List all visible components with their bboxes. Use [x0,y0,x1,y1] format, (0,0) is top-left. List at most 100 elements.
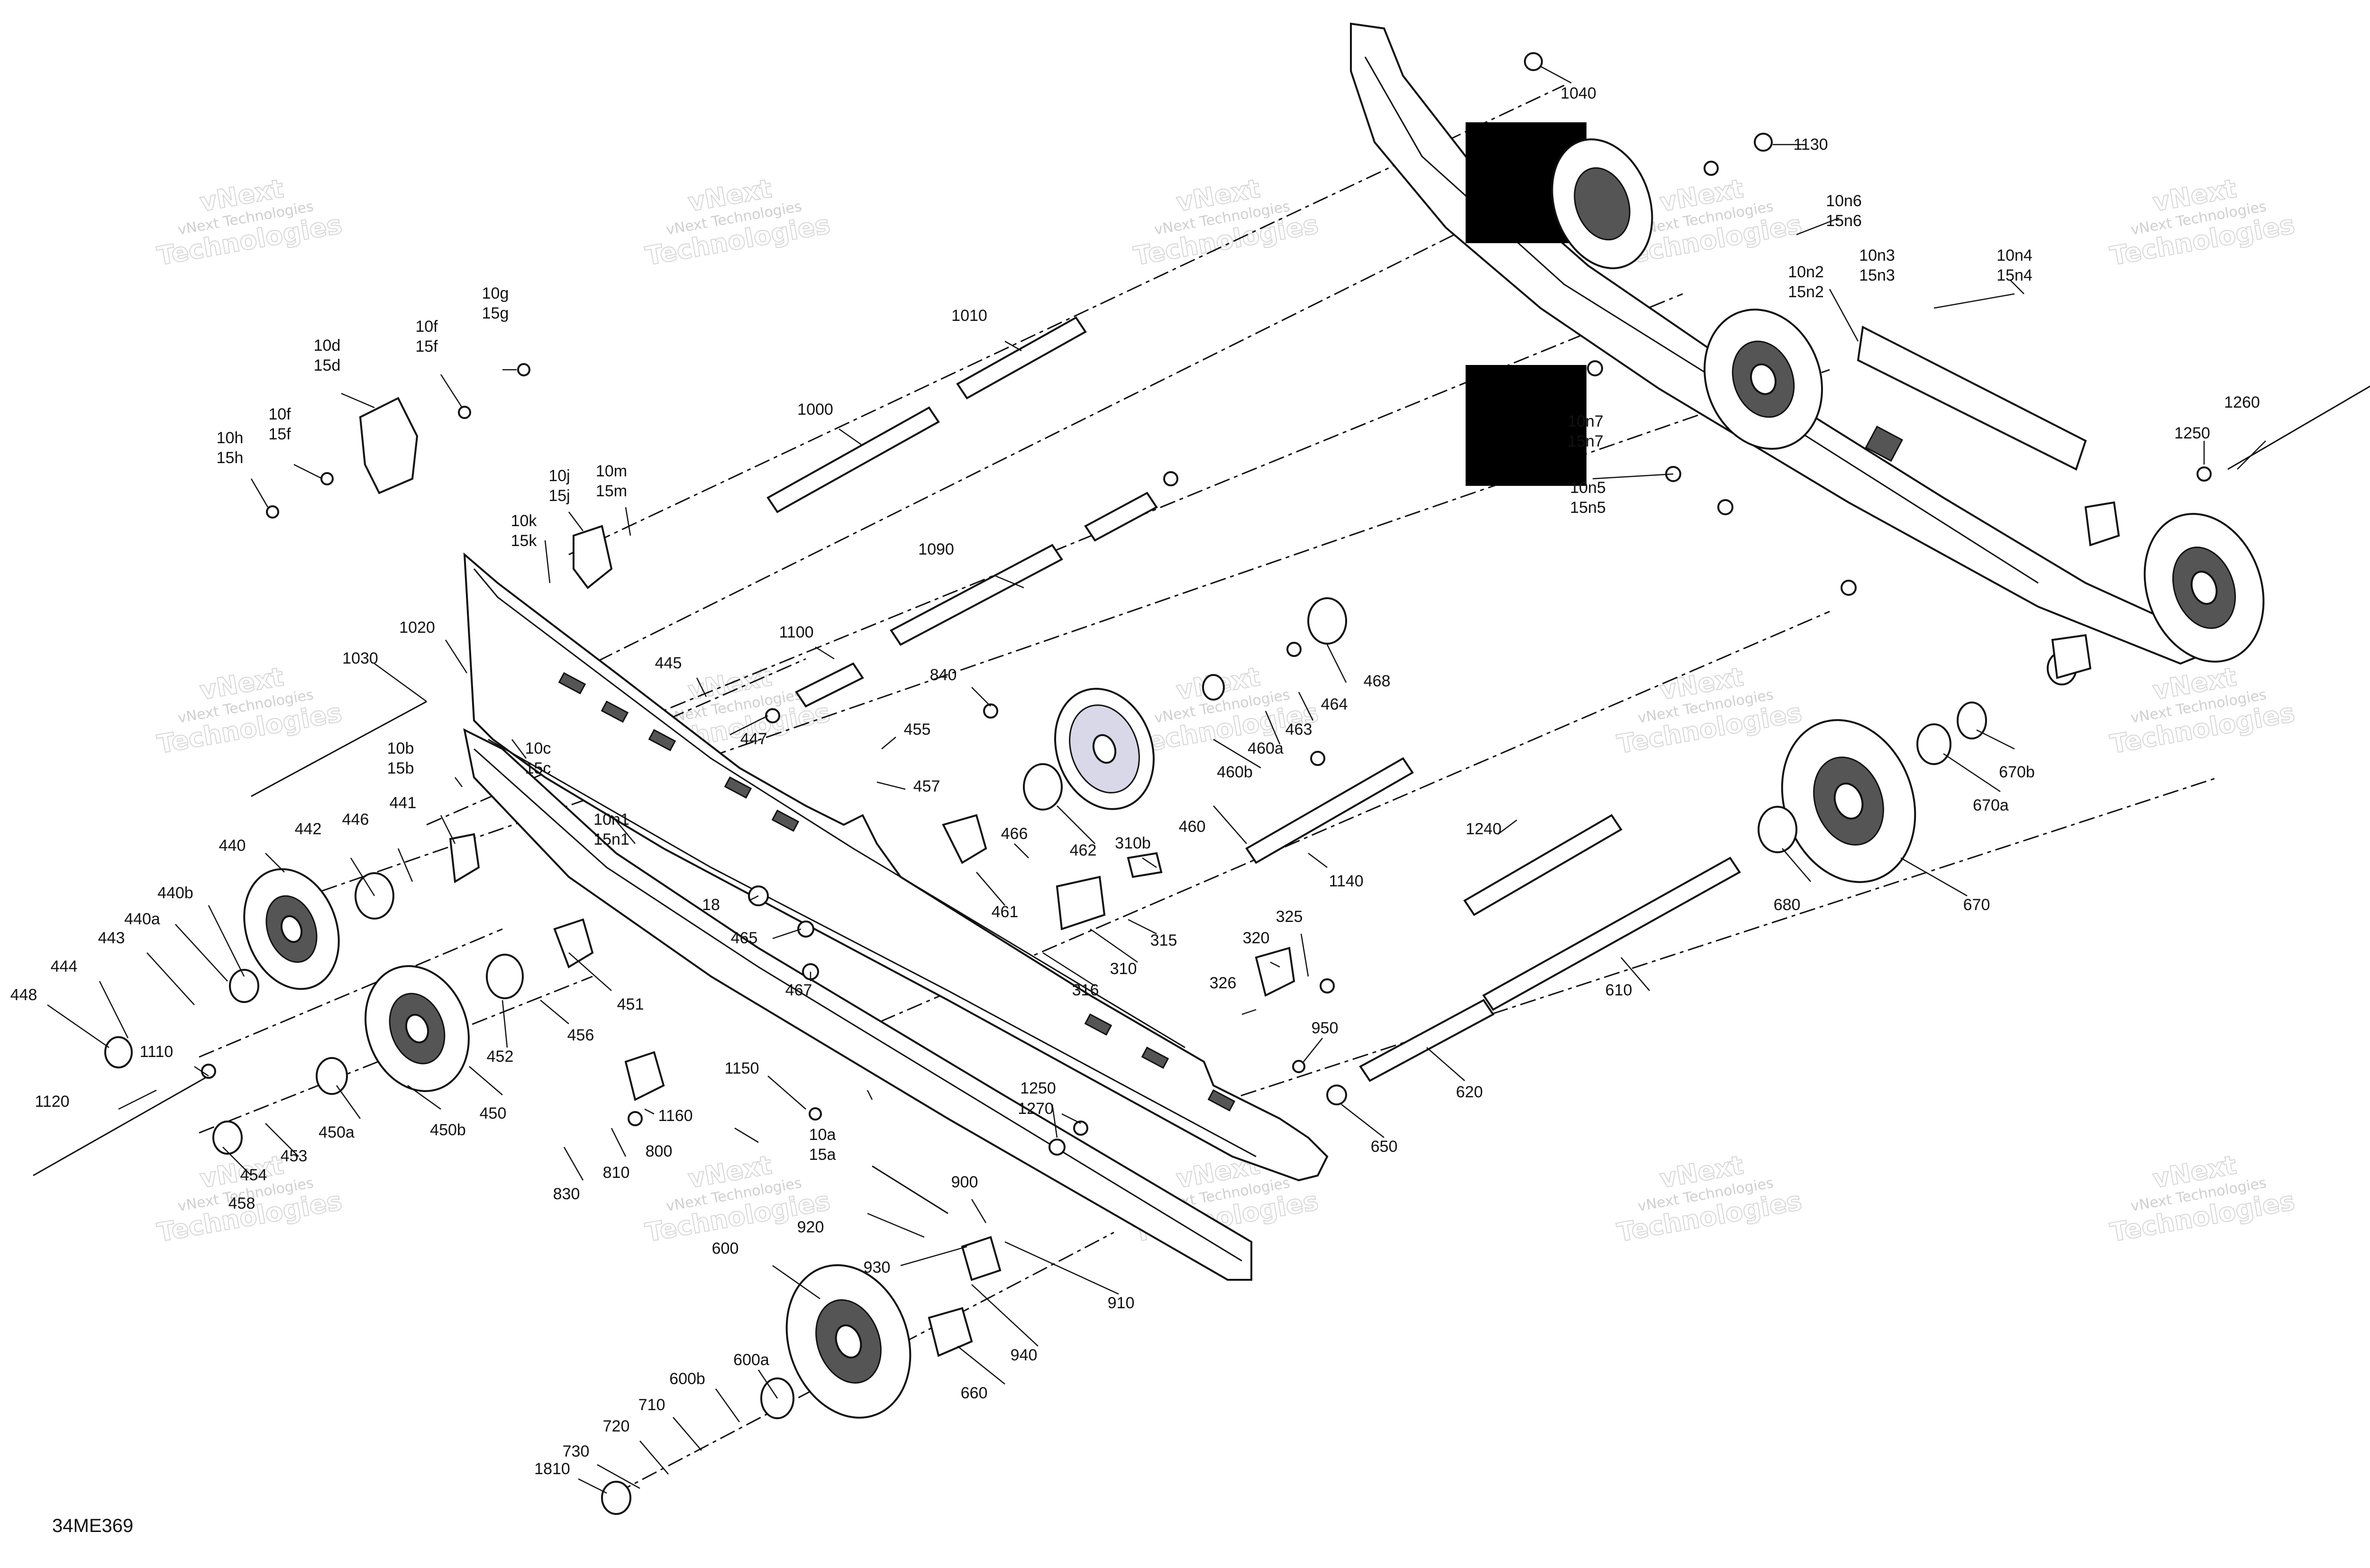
callout-line: 325 [1276,908,1303,926]
callout-450a: 450a [319,1123,355,1141]
callout-660: 660 [961,1384,988,1402]
callout-line: 320 [1243,929,1270,947]
callout-468: 468 [1364,672,1391,690]
callout-line: 920 [797,1218,824,1236]
callout-line: 10j [548,467,570,485]
callout-line: 1810 [534,1460,570,1478]
callout-line: 15n7 [1568,432,1604,450]
callout-454: 454 [240,1166,267,1184]
wheel-upper-top [1551,138,1653,269]
callout-line: 446 [342,811,369,829]
callout-450b: 450b [430,1121,466,1139]
callout-1120: 1120 [35,1093,69,1111]
brackets [359,397,2120,1357]
callout-line: 15f [268,425,291,443]
callout-920: 920 [797,1218,824,1236]
callout-line: 452 [487,1048,514,1066]
callout-line: 910 [1108,1294,1135,1312]
callout-800: 800 [646,1142,673,1160]
callout-1240: 1240 [1466,820,1502,838]
callout-line: 15n4 [1996,266,2033,284]
callout-line: 10g [482,284,509,302]
callout-line: 10n4 [1996,246,2033,264]
callout-1160: 1160 [658,1107,693,1125]
callout-line: 1260 [2224,393,2260,411]
callout-line: 10n3 [1859,246,1895,264]
callout-line: 1090 [918,540,954,558]
wheel-450 [365,965,470,1092]
callout-1040: 1040 [1560,84,1596,102]
callout-line: 940 [1011,1346,1038,1364]
callout-680: 680 [1774,896,1801,914]
callout-line: 15n3 [1859,266,1895,284]
callout-457: 457 [913,777,940,795]
callout-1140: 1140 [1329,872,1363,890]
callout-448: 448 [10,986,37,1004]
callout-line: 10a [809,1126,836,1144]
axles-and-tubes [33,316,2370,1214]
callout-line: 10n6 [1826,192,1862,210]
callout-line: 1100 [779,623,813,641]
callout-line: 455 [904,720,931,738]
callout-line: 15c [525,759,551,777]
callout-445: 445 [655,654,682,672]
callout-900: 900 [951,1173,978,1191]
callout-1100: 1100 [779,623,813,641]
callout-line: 15h [217,449,244,467]
callout-line: 458 [228,1194,255,1212]
callout-440a: 440a [124,910,160,928]
callout-466: 466 [1001,825,1028,843]
leader-lines [47,65,2266,1494]
callout-line: 1020 [399,619,435,637]
callout-line: 465 [731,929,758,947]
callout-line: 1110 [140,1043,173,1061]
callout-line: 1000 [797,401,833,419]
callout-1010: 1010 [951,307,987,325]
callout-1030: 1030 [342,649,378,667]
callout-600: 600 [712,1240,739,1258]
callout-line: 15m [596,482,627,500]
callout-line: 670a [1973,796,2009,814]
callout-line: 1120 [35,1093,69,1111]
callout-line: 800 [646,1142,673,1160]
callout-310b: 310b [1115,834,1151,852]
callout-line: 15n5 [1570,499,1606,517]
callout-320: 320 [1243,929,1270,947]
callout-line: 10f [268,405,291,423]
callout-467: 467 [785,981,812,999]
callout-1270: 1270 [1018,1100,1054,1118]
wheel-600 [785,1264,912,1419]
callout-line: 315 [1150,931,1177,949]
callout-730: 730 [563,1442,590,1460]
callout-442: 442 [295,820,322,838]
callout-line: 1250 [2174,424,2210,442]
callout-line: 680 [1774,896,1801,914]
callout-447: 447 [740,730,767,748]
callout-456: 456 [567,1026,594,1044]
callout-line: 440 [219,837,246,855]
callout-620: 620 [1456,1083,1483,1101]
callout-line: 600b [669,1370,705,1388]
callout-line: 10n2 [1788,263,1824,281]
callout-line: 710 [638,1396,665,1414]
callout-line: 15n2 [1788,283,1824,301]
callout-670: 670 [1963,896,1990,914]
callout-line: 450b [430,1121,466,1139]
figure-reference: 34ME369 [52,1515,133,1536]
callout-line: 442 [295,820,322,838]
callout-461: 461 [992,903,1019,921]
callout-line: 10n5 [1570,479,1606,497]
callout-line: 10d [314,337,341,355]
callout-line: 1240 [1466,820,1502,838]
callout-670b: 670b [1999,763,2035,781]
callout-316: 316 [1072,981,1099,999]
callout-line: 460b [1217,763,1253,781]
